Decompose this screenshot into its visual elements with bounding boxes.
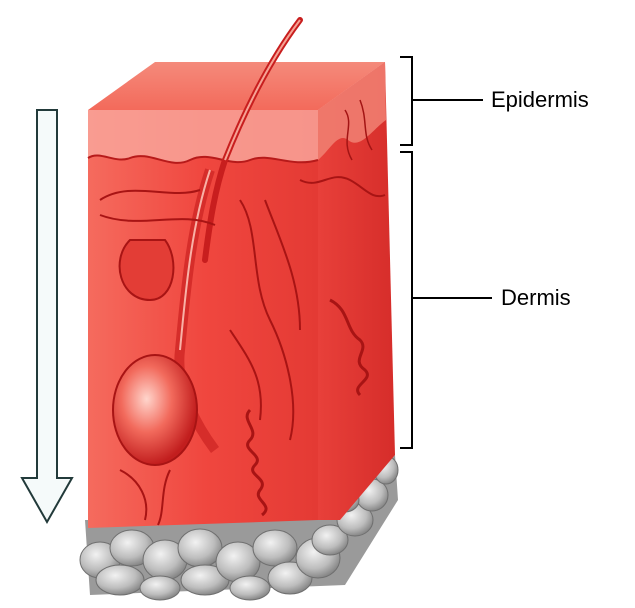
epidermis-bracket	[400, 57, 412, 145]
annotation-lines	[400, 57, 492, 448]
dermis-label: Dermis	[501, 287, 571, 309]
down-arrow-icon	[22, 110, 72, 522]
epidermis-label: Epidermis	[491, 89, 589, 111]
dermis-bracket	[400, 152, 412, 448]
